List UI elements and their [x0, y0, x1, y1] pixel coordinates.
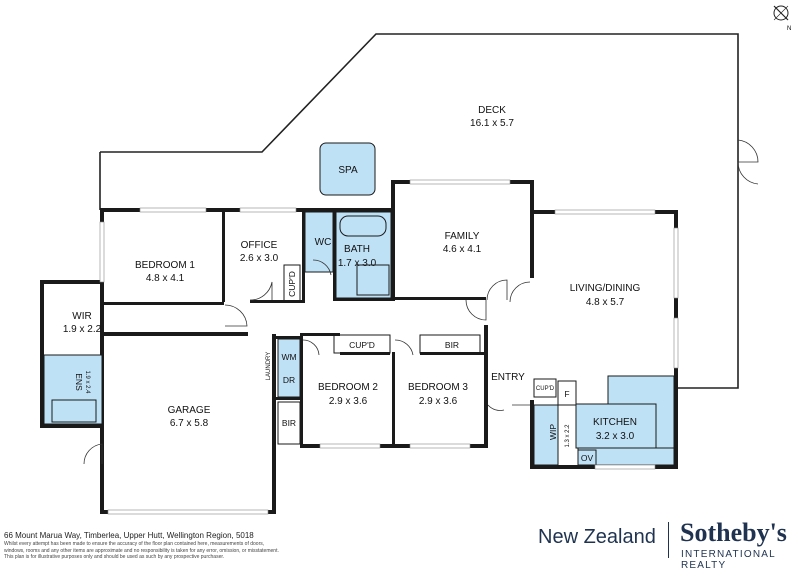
- bedroom2-label: BEDROOM 2: [318, 382, 378, 393]
- cupboard-box: [533, 378, 557, 398]
- bedroom2-size: 2.9 x 3.6: [329, 396, 368, 407]
- bir-box: [419, 334, 481, 354]
- cupd-hall-label: CUP'D: [349, 340, 375, 350]
- cupd-kitchen-label: CUP'D: [536, 386, 555, 392]
- brand-region: New Zealand: [538, 526, 656, 548]
- family-label: FAMILY: [445, 231, 480, 242]
- family-size: 4.6 x 4.1: [443, 244, 482, 255]
- bir-box: [277, 401, 301, 445]
- cupboard-box: [283, 264, 301, 302]
- ens-size: 1.9 x 2.4: [84, 370, 90, 394]
- north-arrow-icon: N: [773, 5, 791, 32]
- bath-size: 1.7 x 3.0: [338, 258, 377, 269]
- spa-label: SPA: [338, 165, 358, 176]
- property-address: 66 Mount Marua Way, Timberlea, Upper Hut…: [4, 531, 254, 540]
- ens-label: ENS: [74, 373, 84, 391]
- deck-label: DECK: [478, 105, 506, 116]
- deck-door: [737, 139, 759, 163]
- living-size: 4.8 x 5.7: [586, 297, 625, 308]
- bedroom1-label: BEDROOM 1: [135, 260, 195, 271]
- shower: [356, 264, 390, 296]
- bedroom3-label: BEDROOM 3: [408, 382, 468, 393]
- interior-doors: [83, 259, 531, 465]
- bath: [335, 211, 392, 299]
- cupd-office-label: CUP'D: [287, 271, 297, 297]
- garage-label: GARAGE: [168, 405, 211, 416]
- fridge-label: F: [564, 389, 569, 399]
- office-size: 2.6 x 3.0: [240, 253, 279, 264]
- kitchen-island: [575, 403, 657, 449]
- kitchen-size: 3.2 x 3.0: [596, 431, 635, 442]
- laundry-label: LAUNDRY: [266, 352, 272, 381]
- wir-label: WIR: [72, 311, 91, 322]
- pantry: [533, 404, 559, 466]
- wm-label: WM: [281, 352, 296, 362]
- entry-label: ENTRY: [491, 372, 525, 383]
- dr-label: DR: [283, 375, 295, 385]
- bedroom3-size: 2.9 x 3.6: [419, 396, 458, 407]
- wip-label: WIP: [548, 424, 558, 440]
- living-label: LIVING/DINING: [570, 283, 641, 294]
- cupboard-box: [333, 334, 391, 354]
- deck-size: 16.1 x 5.7: [470, 118, 514, 129]
- disclaimer: Whilst every attempt has been made to en…: [4, 541, 484, 561]
- brand-logo: New Zealand Sotheby's INTERNATIONAL REAL…: [520, 518, 800, 571]
- wc: [304, 211, 334, 273]
- brand-subtitle: INTERNATIONAL REALTY: [681, 549, 776, 571]
- oven-box: [577, 449, 597, 466]
- shower: [51, 399, 97, 423]
- north-label: N: [787, 26, 791, 32]
- ensuite: [43, 354, 103, 425]
- brand-name: Sotheby's: [680, 518, 787, 547]
- oven-label: OV: [581, 453, 594, 463]
- disclaimer-line: This plan is for illustrative purposes o…: [4, 554, 225, 561]
- office-label: OFFICE: [241, 240, 278, 251]
- spa: [319, 142, 376, 196]
- disclaimer-line: Whilst every attempt has been made to en…: [4, 541, 265, 547]
- footer: 66 Mount Marua Way, Timberlea, Upper Hut…: [4, 531, 484, 561]
- wip-size: 1.3 x 2.2: [565, 424, 571, 448]
- wc-label: WC: [315, 237, 332, 248]
- bathtub: [339, 215, 387, 237]
- deck-outline: [99, 33, 739, 389]
- kitchen-label: KITCHEN: [593, 417, 637, 428]
- deck-door: [737, 161, 759, 185]
- fridge-box: [557, 380, 577, 406]
- brand-divider: [668, 522, 669, 558]
- disclaimer-line: windows, rooms and any other items are a…: [4, 547, 279, 554]
- laundry: [277, 338, 301, 398]
- wir-size: 1.9 x 2.2: [63, 324, 102, 335]
- windows: [99, 179, 679, 515]
- bath-label: BATH: [344, 244, 370, 255]
- bir-garage-label: BIR: [282, 418, 296, 428]
- bir-hall-label: BIR: [445, 340, 459, 350]
- garage-size: 6.7 x 5.8: [170, 418, 209, 429]
- bedroom1-size: 4.8 x 4.1: [146, 273, 185, 284]
